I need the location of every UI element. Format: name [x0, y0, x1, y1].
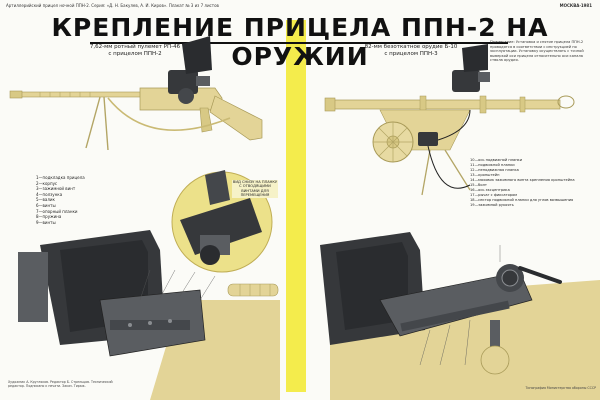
- header-place-year: МОСКВА·1981: [559, 3, 592, 8]
- legend-item: 19—зажимной рукоять: [470, 203, 514, 207]
- legend-item: 3—зажимной винт: [36, 186, 76, 192]
- right-parts-legend: 10—ось подвижной планки 11—подвижной пла…: [470, 158, 590, 208]
- legend-item: 8—пружина: [36, 214, 62, 220]
- left-parts-legend: 1—подкладка прицела 2—корпус 3—зажимной …: [36, 175, 85, 225]
- legend-item: 12—неподвижная планка: [470, 168, 519, 172]
- page-title: КРЕПЛЕНИЕ ПРИЦЕЛА ППН-2 НА ОРУЖИИ: [51, 13, 549, 71]
- right-gun-caption: 82-мм безоткатное орудие Б-10 с прицелом…: [356, 44, 466, 58]
- left-caption-line2: с прицелом ППН-2: [108, 51, 162, 57]
- legend-item: 18—сектор подвижной планки для углов воз…: [470, 198, 574, 202]
- legend-item: 11—подвижной планки: [470, 163, 515, 167]
- legend-item: 13—кронштейн: [470, 173, 500, 177]
- legend-item: 4—ползунка: [36, 191, 63, 197]
- right-caption-line1: 82-мм безоткатное орудие Б-10: [364, 44, 458, 50]
- legend-item: 16—ось эксцентрика: [470, 188, 510, 192]
- legend-item: 17—рычаг с фиксатором: [470, 193, 517, 197]
- legend-item: 2—корпус: [36, 180, 58, 186]
- title-underline: [90, 42, 508, 44]
- legend-item: 10—ось подвижной планки: [470, 158, 523, 162]
- left-mount-detail-drawing: [18, 170, 280, 400]
- legend-item: 14—маховик зажимного винта крепления кро…: [470, 178, 575, 182]
- inset-detail-label: ВИД СНИЗУ НА ПЛАНКУ С ОТВОДЯЩИМИ ВИНТАМИ…: [232, 180, 278, 198]
- right-mount-detail-drawing: [320, 232, 600, 400]
- right-caption-line2: с прицелом ППН-3: [384, 51, 438, 57]
- legend-item: 6—винты: [36, 202, 56, 208]
- legend-item: 7—опорный планки: [36, 208, 78, 214]
- legend-item: 9—винты: [36, 219, 56, 225]
- legend-item: 1—подкладка прицела: [36, 175, 85, 180]
- legend-item: 5—валик: [36, 197, 55, 203]
- b10-recoilless-gun-drawing: [324, 44, 575, 196]
- footer-printer: Типография Министерства обороны СССР: [525, 386, 596, 390]
- left-caption-line1: 7,62-мм ротный пулемет РП-46: [89, 44, 181, 50]
- rp46-machine-gun-drawing: [9, 36, 263, 151]
- footer-credits: Художник А. Кругляков. Редактор Б. Стрел…: [8, 380, 113, 389]
- installation-note: Примечание: Установка и снятие прицела П…: [490, 40, 584, 63]
- legend-item: 15—болт: [470, 183, 487, 187]
- left-gun-caption: 7,62-мм ротный пулемет РП-46 с прицелом …: [80, 44, 190, 58]
- header-publisher-text: Артиллерийский прицел ночной ППН-2. Сери…: [6, 3, 219, 8]
- center-yellow-stripe: [286, 20, 306, 392]
